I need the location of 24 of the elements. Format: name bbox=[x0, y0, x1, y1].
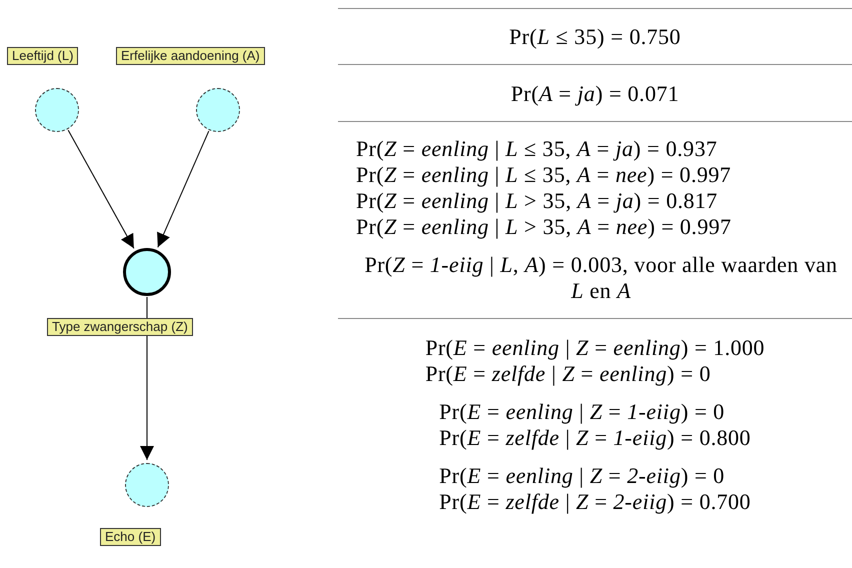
probability-formula: Pr(Z = eenling | L ≤ 35, A = nee) = 0.997 bbox=[356, 162, 732, 188]
probability-formula: Pr(Z = eenling | L ≤ 35, A = ja) = 0.937 bbox=[356, 136, 718, 162]
arrow bbox=[140, 296, 154, 460]
arrow bbox=[68, 130, 134, 249]
node-circle bbox=[125, 463, 169, 507]
probability-formula: Pr(Z = 1-eiig | L, A) = 0.003, voor alle waarden van L en A bbox=[364, 252, 838, 304]
node-circle bbox=[35, 88, 79, 132]
arrow bbox=[157, 130, 210, 248]
node-label: Leeftijd (L) bbox=[7, 47, 78, 65]
probability-formula: Pr(E = eenling | Z = 2-eiig) = 0 bbox=[439, 463, 726, 489]
probability-formula: Pr(E = eenling | Z = 1-eiig) = 0 bbox=[439, 399, 726, 425]
probability-formula: Pr(E = zelfde | Z = 1-eiig) = 0.800 bbox=[439, 425, 751, 451]
probability-formula: Pr(Z = eenling | L > 35, A = ja) = 0.817 bbox=[356, 188, 719, 214]
node-circle bbox=[196, 88, 240, 132]
node-circle bbox=[123, 248, 171, 296]
node-label: Type zwangerschap (Z) bbox=[47, 318, 193, 336]
probability-formula: Pr(A = ja) = 0.071 bbox=[510, 81, 680, 107]
node-label: Echo (E) bbox=[100, 528, 161, 546]
probability-formula: Pr(L ≤ 35) = 0.750 bbox=[509, 24, 681, 50]
node-label: Erfelijke aandoening (A) bbox=[116, 47, 265, 65]
probability-formula: Pr(Z = eenling | L > 35, A = nee) = 0.997 bbox=[356, 214, 732, 240]
probability-formula: Pr(E = eenling | Z = eenling) = 1.000 bbox=[425, 335, 765, 361]
probability-formula: Pr(E = zelfde | Z = 2-eiig) = 0.700 bbox=[439, 489, 751, 515]
probability-formula: Pr(E = zelfde | Z = eenling) = 0 bbox=[425, 361, 712, 387]
